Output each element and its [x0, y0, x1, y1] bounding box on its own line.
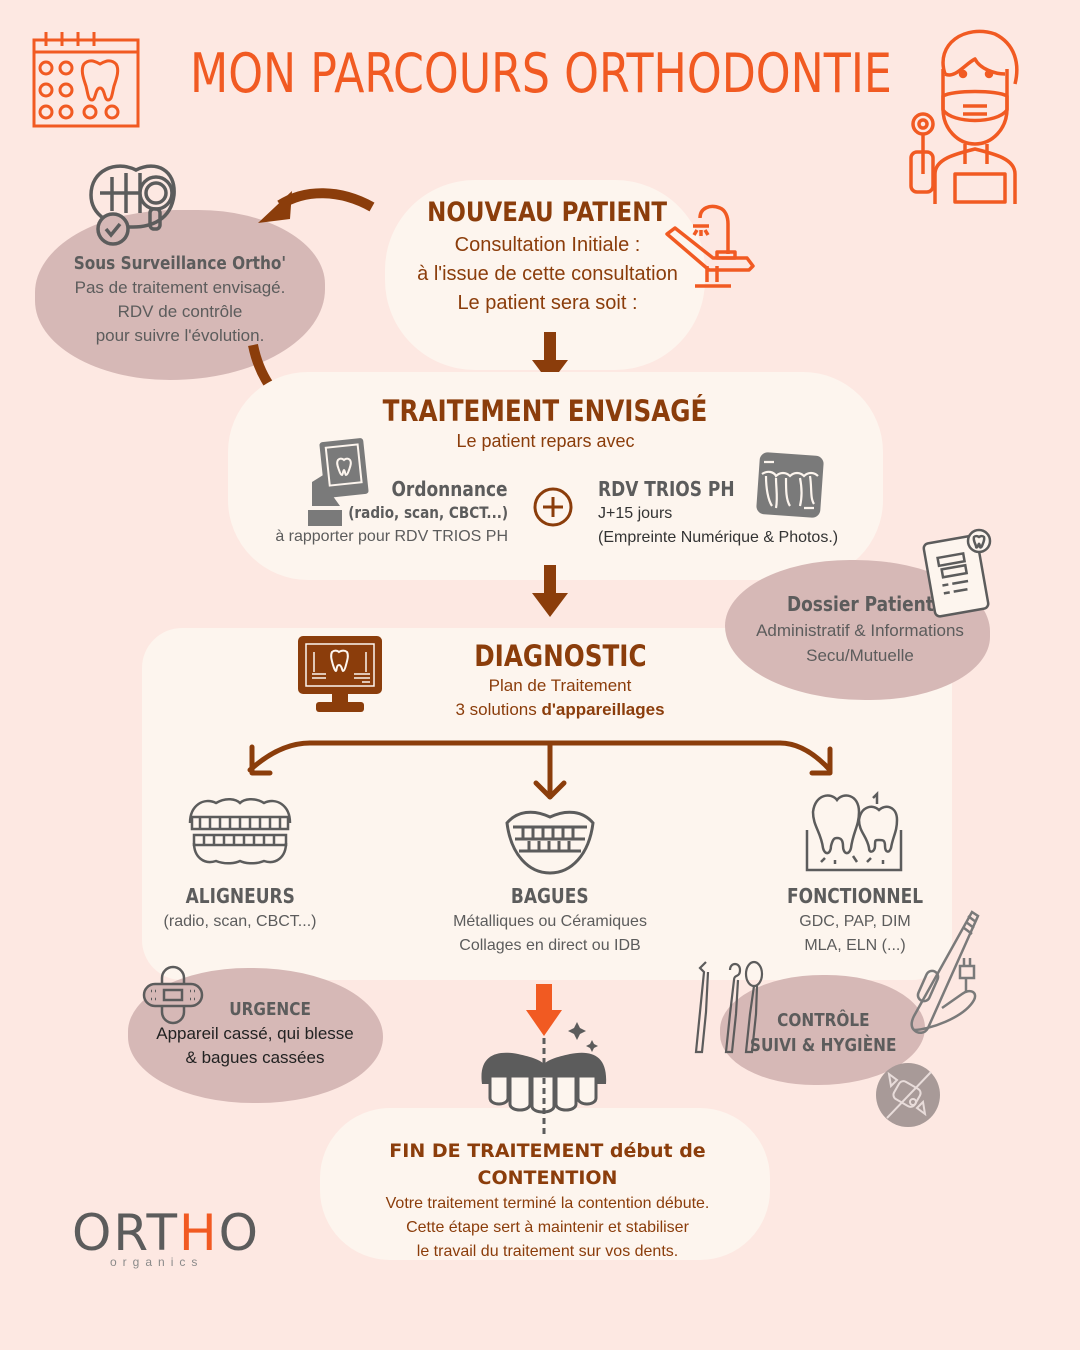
diagnostic-text: DIAGNOSTIC Plan de Traitement 3 solution… [400, 638, 720, 722]
solution-line: Métalliques ou Céramiques [453, 913, 647, 930]
ordonnance-note: à rapporter pour RDV TRIOS PH [275, 528, 508, 545]
fin-line: le travail du traitement sur vos dents. [416, 1243, 679, 1260]
fin-text: FIN DE TRAITEMENT début de CONTENTION Vo… [320, 1138, 775, 1264]
fin-line: Votre traitement terminé la contention d… [385, 1195, 710, 1212]
dental-tools-icon [694, 960, 764, 1054]
solution-line: Collages en direct ou IDB [459, 937, 641, 954]
diagnostic-line1: Plan de Traitement [488, 676, 632, 695]
braces-smile-icon [505, 810, 595, 875]
urgence-line: Appareil cassé, qui blesse [156, 1024, 354, 1043]
fin-heading-part2: début de [603, 1140, 706, 1162]
controle-line: CONTRÔLE [776, 1010, 870, 1031]
solution-fonctionnel: FONCTIONNEL GDC, PAP, DIM MLA, ELN (...) [755, 882, 955, 958]
urgence-text: URGENCE Appareil cassé, qui blesse & bag… [140, 998, 370, 1070]
ordonnance-block: Ordonnance (radio, scan, CBCT...) à rapp… [250, 476, 508, 550]
urgence-line: & bagues cassées [185, 1048, 325, 1067]
logo-part: OR [72, 1204, 147, 1262]
logo-sub: organics [110, 1255, 204, 1269]
diagnostic-heading: DIAGNOSTIC [473, 639, 647, 673]
solution-line: MLA, ELN (...) [804, 937, 906, 954]
nouveau-patient-heading: NOUVEAU PATIENT [427, 197, 668, 228]
fin-heading-part3: CONTENTION [477, 1167, 618, 1189]
surveillance-cloud [35, 210, 325, 380]
tablet-hand-icon [308, 438, 369, 526]
trios-note: (Empreinte Numérique & Photos.) [598, 529, 839, 546]
solution-bagues: BAGUES Métalliques ou Céramiques Collage… [420, 882, 680, 958]
ordonnance-detail: (radio, scan, CBCT...) [348, 503, 508, 522]
calendar-tooth-icon [32, 32, 140, 128]
trios-detail: J+15 jours [598, 505, 673, 522]
mouth-magnifier-icon [89, 164, 176, 246]
dentist-mask-icon [909, 29, 1019, 204]
solution-line: (radio, scan, CBCT...) [163, 913, 317, 930]
solution-heading: BAGUES [511, 884, 589, 908]
retainer-teeth-icon [481, 984, 607, 1138]
dossier-text: Dossier Patient Administratif & Informat… [735, 592, 985, 668]
nouveau-patient-text: NOUVEAU PATIENT Consultation Initiale : … [385, 195, 710, 318]
surveillance-line: pour suivre l'évolution. [95, 326, 265, 345]
trios-block: RDV TRIOS PH J+15 jours (Empreinte Numér… [598, 476, 878, 550]
no-candy-icon [876, 1063, 940, 1127]
dental-chair-icon [665, 204, 755, 288]
plus-circle-icon [533, 487, 573, 527]
traitement-heading-block: TRAITEMENT ENVISAGÉ Le patient repars av… [228, 393, 863, 453]
diagnostic-line2: 3 solutions d'appareillages [400, 698, 720, 722]
traitement-subtitle: Le patient repars avec [456, 431, 635, 451]
arrow-to-surveillance [258, 188, 375, 223]
traitement-heading: TRAITEMENT ENVISAGÉ [383, 394, 708, 428]
nouveau-patient-line: Le patient sera soit : [457, 292, 638, 314]
fin-line: Cette étape sert à maintenir et stabilis… [406, 1219, 689, 1236]
solution-aligneurs: ALIGNEURS (radio, scan, CBCT...) [140, 882, 340, 934]
ortho-logo: ORTHO organics [72, 1205, 272, 1269]
electric-toothbrush-icon [910, 910, 980, 1034]
logo-part: O [218, 1204, 260, 1262]
xray-teeth-icon [756, 452, 824, 518]
dossier-line: Secu/Mutuelle [806, 646, 914, 665]
logo-part: H [179, 1204, 219, 1262]
controle-text: CONTRÔLE SUIVI & HYGIÈNE [728, 1008, 918, 1058]
solution-line: GDC, PAP, DIM [799, 913, 911, 930]
surveillance-line: Pas de traitement envisagé. [74, 278, 286, 297]
branch-arrows [247, 740, 833, 800]
solution-heading: FONCTIONNEL [786, 884, 924, 908]
functional-teeth-icon [805, 790, 903, 872]
patient-record-tablet-icon [922, 528, 992, 618]
diagnostic-line2-prefix: 3 solutions [455, 700, 542, 719]
surveillance-text: Sous Surveillance Ortho' Pas de traiteme… [40, 252, 320, 348]
nouveau-patient-line: Consultation Initiale : [454, 234, 641, 256]
fin-heading: FIN DE TRAITEMENT début de CONTENTION [320, 1138, 775, 1192]
surveillance-line: RDV de contrôle [117, 302, 243, 321]
diagnostic-line2-bold: d'appareillages [541, 700, 665, 719]
solution-heading: ALIGNEURS [185, 884, 295, 908]
urgence-heading: URGENCE [229, 999, 311, 1020]
dossier-heading: Dossier Patient [786, 592, 934, 616]
dossier-line: Administratif & Informations [756, 621, 964, 640]
trios-heading: RDV TRIOS PH [598, 477, 735, 501]
surveillance-heading: Sous Surveillance Ortho' [73, 253, 287, 274]
fin-heading-part1: FIN DE TRAITEMENT [389, 1140, 604, 1162]
ordonnance-heading: Ordonnance [391, 477, 508, 501]
controle-line: SUIVI & HYGIÈNE [749, 1035, 897, 1056]
monitor-tooth-icon [298, 636, 382, 712]
bandage-icon [142, 965, 204, 1025]
down-arrow-2 [532, 565, 568, 617]
logo-part: T [146, 1204, 180, 1262]
page-title: MON PARCOURS ORTHODONTIE [190, 42, 892, 105]
aligners-icon [188, 798, 292, 865]
nouveau-patient-line: à l'issue de cette consultation [417, 263, 678, 285]
